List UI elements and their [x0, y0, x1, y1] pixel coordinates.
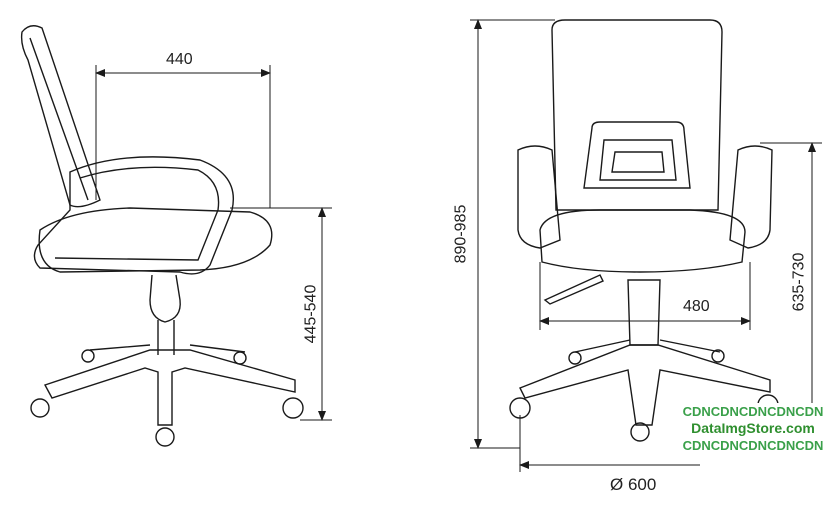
side-armrest — [33, 156, 234, 275]
seat-width-label: 480 — [683, 298, 710, 315]
total-height-label: 890-985 — [452, 204, 470, 264]
watermark-site: DataImgStore.com — [691, 420, 815, 436]
armrest-height-label: 635-730 — [790, 252, 808, 312]
base-diameter-label: Ø 600 — [610, 475, 657, 494]
front-armrest-right — [729, 145, 773, 249]
front-armrest-left — [517, 145, 561, 249]
watermark-line1: CDNCDNCDNCDNCDN — [682, 404, 824, 419]
watermark-line3: CDNCDNCDNCDNCDN — [682, 438, 824, 453]
side-backrest — [20, 25, 101, 208]
front-view-chair — [509, 19, 779, 442]
side-gas-lift — [149, 274, 181, 323]
front-backrest — [551, 19, 723, 211]
caster — [30, 398, 50, 418]
front-lever — [543, 274, 604, 305]
side-seat — [38, 207, 273, 273]
watermark: CDNCDNCDNCDNCDN DataImgStore.com CDNCDNC… — [666, 403, 840, 454]
side-base — [43, 349, 296, 426]
front-gas-lift — [627, 279, 661, 346]
side-view-chair — [20, 25, 304, 447]
front-base — [519, 344, 771, 426]
seat-depth-label: 440 — [166, 51, 193, 68]
seat-height-label: 445-540 — [302, 284, 320, 344]
front-seat — [539, 209, 746, 273]
